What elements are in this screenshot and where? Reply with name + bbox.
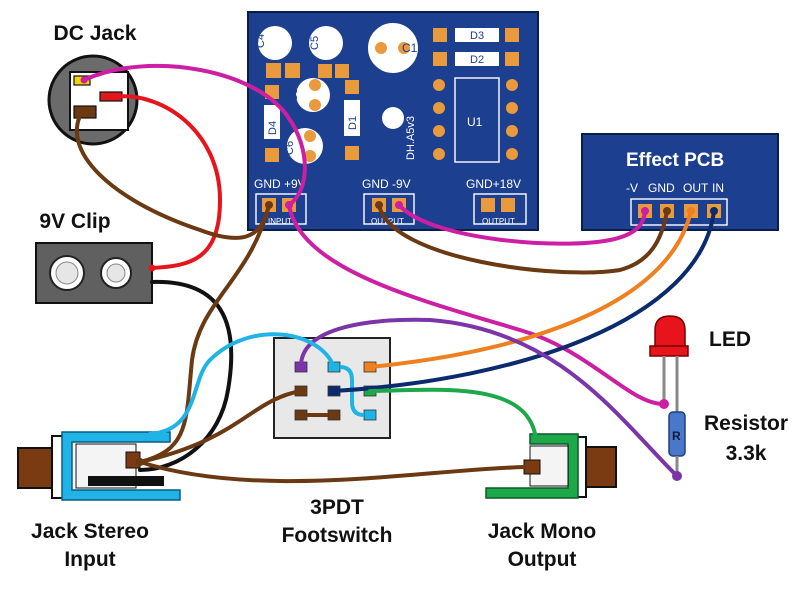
capacitor-c1 bbox=[366, 21, 420, 75]
pcb-revision: DH.A5v3 bbox=[405, 116, 417, 160]
jack-mono-output bbox=[485, 433, 617, 499]
label-c4: C4 bbox=[255, 34, 267, 48]
label-jack-input-line2: Input bbox=[64, 548, 116, 571]
label-d1: D1 bbox=[347, 116, 359, 130]
label-led: LED bbox=[709, 328, 751, 351]
label-jack-output-line1: Jack Mono bbox=[487, 520, 597, 543]
pin-label-input: GND +9V bbox=[254, 177, 306, 191]
capacitor-c5 bbox=[309, 26, 343, 60]
label-c1: C1 bbox=[402, 41, 418, 55]
power-supply-pcb: C4 C5 C1 C3 C6 D4 D1 DH.A5v3 D3 bbox=[247, 11, 539, 231]
pin-label-inverted: GND -9V bbox=[362, 177, 411, 191]
label-c3: C3 bbox=[288, 88, 300, 102]
label-c5: C5 bbox=[309, 36, 321, 50]
label-d4: D4 bbox=[267, 121, 279, 135]
diode-d3 bbox=[455, 28, 499, 42]
resistor-mark: R bbox=[672, 429, 681, 443]
dc-jack bbox=[47, 54, 139, 146]
label-d2: D2 bbox=[470, 54, 484, 66]
label-jack-output-line2: Output bbox=[507, 548, 577, 571]
pin-label-doubled: GND+18V bbox=[466, 177, 521, 191]
effect-pcb-title: Effect PCB bbox=[626, 150, 724, 171]
capacitor-c4 bbox=[258, 26, 292, 60]
pad-18v-gnd bbox=[481, 198, 495, 212]
effect-pin-label-in: IN bbox=[712, 181, 724, 195]
dc-jack-pin-ground bbox=[73, 105, 97, 119]
diode-d1 bbox=[344, 100, 360, 136]
diode-d2 bbox=[455, 52, 499, 66]
led bbox=[649, 315, 689, 412]
effect-pin-label-negv: -V bbox=[626, 181, 638, 195]
label-jack-input-line1: Jack Stereo bbox=[31, 520, 149, 543]
label-dc-jack: DC Jack bbox=[53, 22, 137, 45]
effect-pin-label-out: OUT bbox=[683, 181, 709, 195]
label-9v-clip: 9V Clip bbox=[39, 210, 111, 233]
label-u1: U1 bbox=[467, 115, 483, 129]
section-output-b: OUTPUT bbox=[482, 217, 515, 226]
mounting-hole bbox=[382, 107, 404, 129]
label-footswitch-line2: Footswitch bbox=[281, 524, 393, 547]
effect-pin-label-gnd: GND bbox=[648, 181, 675, 195]
capacitor-c3 bbox=[296, 78, 330, 112]
resistor: R bbox=[668, 411, 686, 476]
label-footswitch-line1: 3PDT bbox=[310, 496, 364, 519]
label-resistor-line1: Resistor bbox=[703, 412, 789, 435]
diode-d4 bbox=[264, 105, 280, 139]
battery-clip bbox=[35, 242, 153, 304]
section-input: INPUT bbox=[268, 217, 292, 226]
ic-u1 bbox=[454, 77, 500, 163]
label-d3: D3 bbox=[470, 30, 484, 42]
effect-pcb: Effect PCB -V GND OUT IN bbox=[581, 133, 779, 231]
wires bbox=[74, 63, 718, 484]
label-c6: C6 bbox=[284, 141, 296, 155]
label-resistor-line2: 3.3k bbox=[725, 442, 767, 465]
jack-stereo-input bbox=[17, 431, 181, 501]
pad-18v bbox=[501, 198, 515, 212]
